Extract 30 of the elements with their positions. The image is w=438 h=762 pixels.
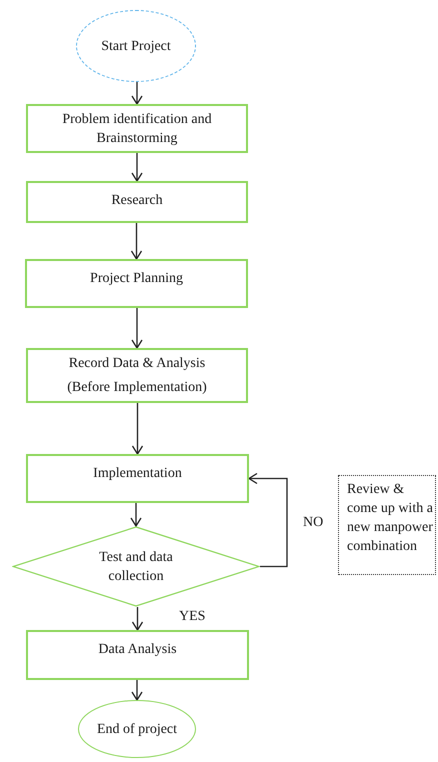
arrow (131, 680, 143, 701)
process-box (26, 454, 249, 503)
arrow (131, 82, 143, 105)
end-ellipse (78, 700, 196, 758)
node-text: Project Planning (90, 270, 183, 288)
node-text: Review & come up with a new manpower combination (347, 481, 434, 556)
decision-diamond (12, 526, 260, 607)
process-box (26, 348, 248, 403)
node-text: Start Project (101, 38, 171, 56)
node-text: End of project (96, 720, 178, 738)
node-text: Record Data & Analysis (68, 355, 206, 373)
arrow (132, 403, 144, 455)
node-text: Implementation (93, 465, 182, 483)
process-box (25, 259, 248, 308)
node-text: Test and data collection (98, 548, 174, 586)
arrow (130, 223, 142, 260)
arrow (248, 472, 288, 568)
node-text: Data Analysis (98, 641, 177, 659)
node-text: Problem identification and Brainstorming (61, 111, 213, 148)
start-ellipse (76, 10, 196, 82)
arrow (130, 503, 142, 527)
note-box (338, 475, 436, 575)
arrow (132, 607, 144, 631)
node-text: (Before Implementation) (67, 379, 207, 397)
arrow (131, 308, 143, 349)
node-text: Research (111, 192, 163, 210)
process-box (26, 630, 249, 680)
arrow (131, 153, 143, 182)
process-box (26, 104, 248, 153)
process-box (26, 181, 248, 223)
